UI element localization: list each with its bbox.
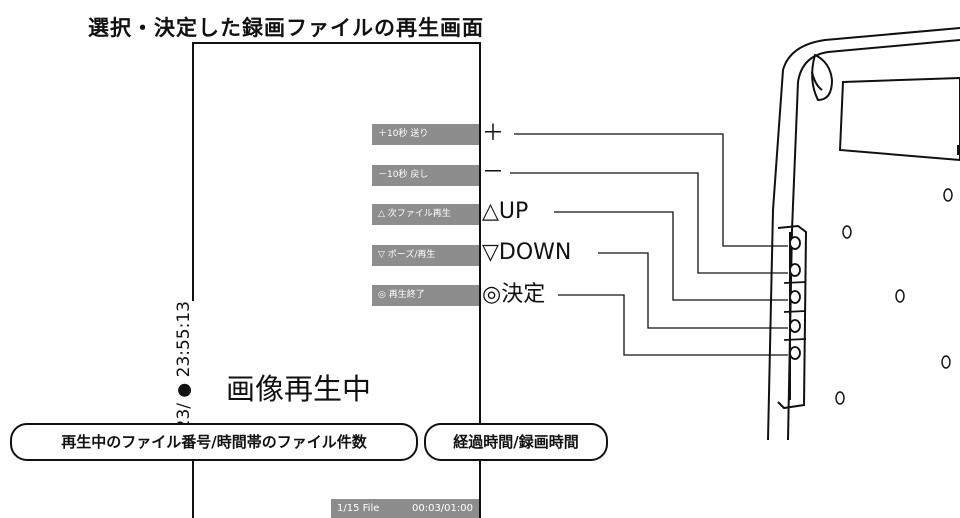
up-button-label: △UP — [482, 199, 529, 224]
playback-status-label: 画像再生中 — [226, 372, 372, 406]
page-title: 選択・決定した録画ファイルの再生画面 — [88, 16, 484, 40]
plus-icon: ＋ — [482, 121, 505, 146]
menu-item-stop-playback[interactable]: ◎ 再生終了 — [372, 285, 479, 306]
callout-time-info: 経過時間/録画時間 — [424, 423, 608, 461]
device-illustration — [767, 27, 960, 441]
down-button-label: ▽DOWN — [482, 240, 572, 265]
enter-button-label: ◎決定 — [482, 282, 546, 307]
elapsed-time: 00:03/01:00 — [411, 503, 473, 514]
menu-item-next-file[interactable]: △ 次ファイル再生 — [372, 204, 479, 225]
callout-file-info: 再生中のファイル番号/時間帯のファイル件数 — [10, 423, 418, 461]
device-button-bumps — [783, 236, 807, 360]
file-counter: 1/15 File — [337, 503, 380, 514]
menu-item-pause-play[interactable]: ▽ ポーズ/再生 — [372, 245, 479, 266]
playback-status-bar: 1/15 File 00:03/01:00 — [331, 499, 479, 518]
minus-icon: － — [482, 160, 505, 185]
menu-item-back-10s[interactable]: －10秒 戻し — [372, 165, 479, 186]
menu-item-forward-10s[interactable]: ＋10秒 送り — [372, 124, 479, 145]
device-screws — [835, 188, 953, 405]
connector-lines — [510, 133, 788, 356]
